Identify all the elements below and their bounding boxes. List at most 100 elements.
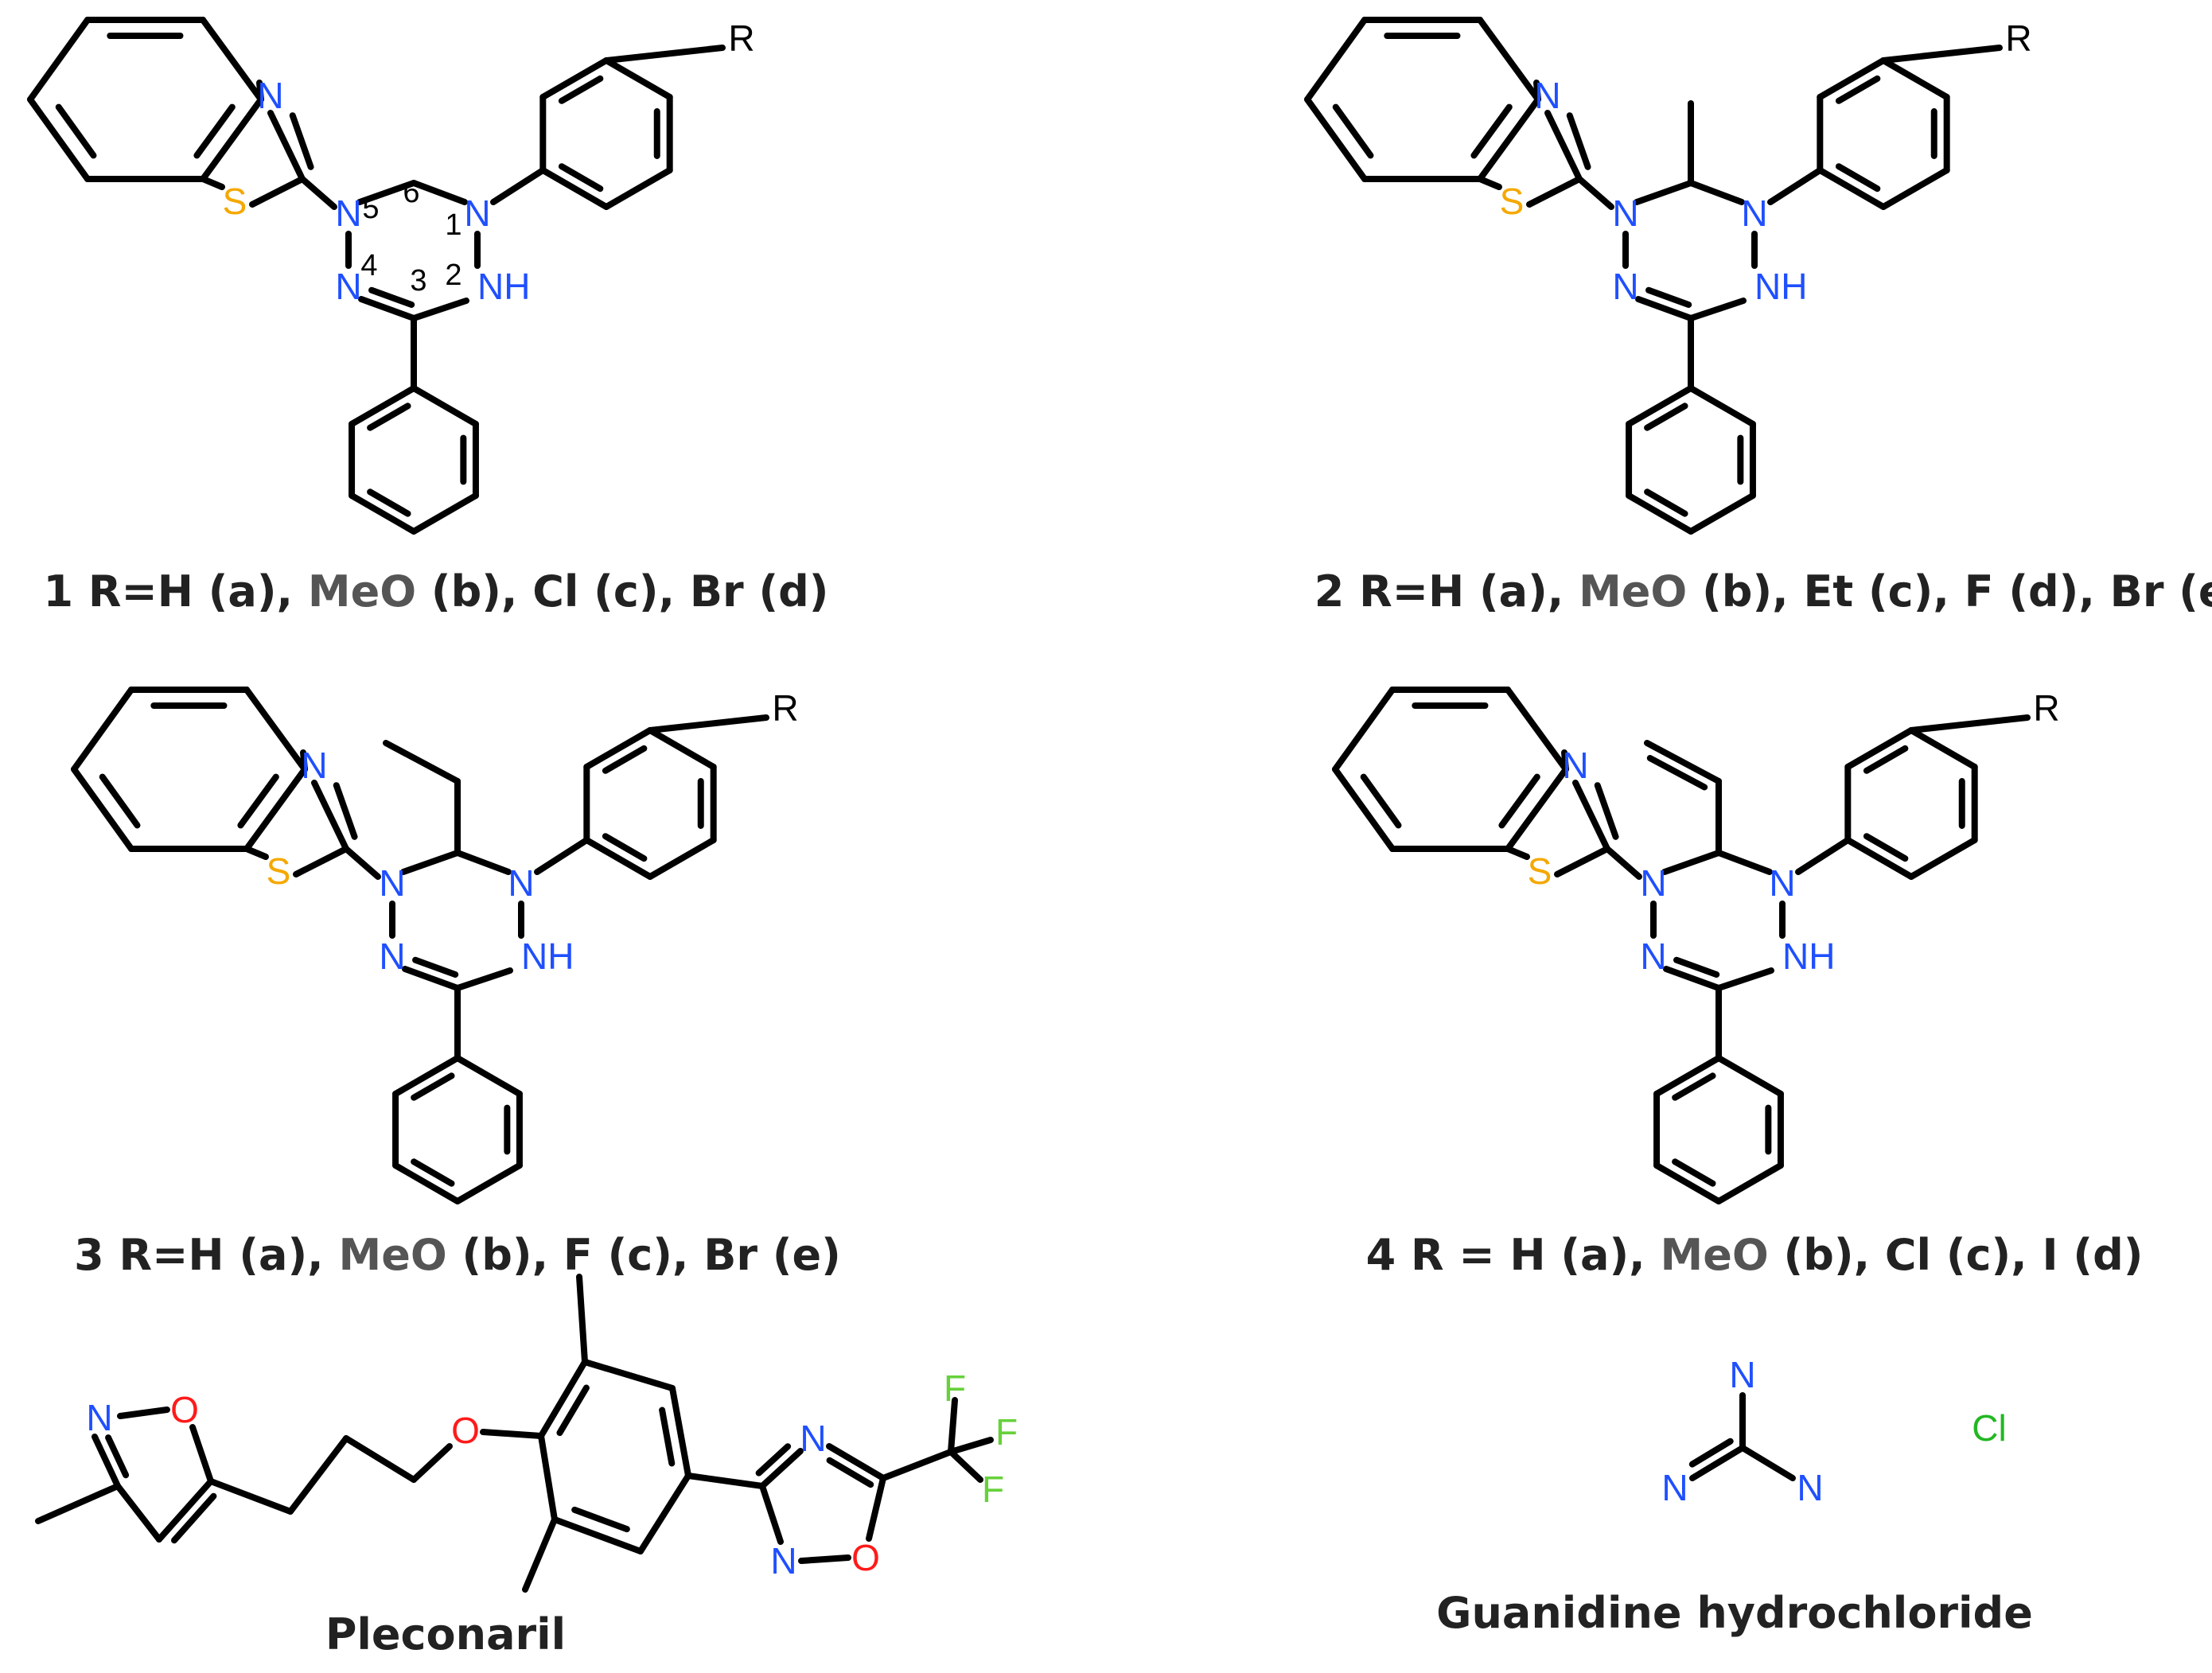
phenyl-ring-bond xyxy=(1688,385,1756,427)
phenyl-ring-bond xyxy=(411,492,479,535)
isoxazole-bond xyxy=(189,1424,214,1484)
ring-number-3: 3 xyxy=(410,264,426,298)
guanidine-nitrogen-atom-3: N xyxy=(1797,1467,1823,1508)
compound-1-caption: 1 R=H (a), MeO (b), Cl (c), Br (d) xyxy=(44,566,829,617)
isoxazole-double-bond xyxy=(171,1492,217,1544)
triazine-bond xyxy=(454,967,513,991)
triazine-bond xyxy=(1634,180,1694,205)
aryl-ring-bond xyxy=(1817,57,1887,100)
oxadiazole-nitrogen-atom-2: N xyxy=(770,1540,796,1582)
aryl-ring-bond xyxy=(539,57,609,100)
thiazole-bond xyxy=(1572,780,1610,852)
guanidine-bond xyxy=(1689,1445,1746,1481)
benzothiazole-benzene-bond xyxy=(1477,17,1541,103)
oxadiazole-nitrogen-atom: N xyxy=(800,1418,826,1459)
r-substituent-atom: R xyxy=(728,18,754,59)
isoxazole-bond xyxy=(92,1434,121,1489)
exocyclic-bond xyxy=(1604,846,1642,880)
aryl-ring-bond xyxy=(1817,167,1887,210)
thiazole-bond xyxy=(243,846,269,860)
benzothiazole-double-bond xyxy=(55,103,97,159)
dimethylphenyl-ring-bond xyxy=(637,1473,691,1554)
thiazole-sulfur-atom: S xyxy=(267,850,291,892)
phenyl-ring-bond xyxy=(454,1055,523,1097)
aryl-ring-bond xyxy=(603,57,673,100)
triazine-n5-atom: N xyxy=(1612,193,1638,234)
benzothiazole-double-bond xyxy=(237,773,279,829)
ether-aryl-bond xyxy=(480,1429,544,1439)
thiazole-bond xyxy=(1533,80,1541,103)
dimethylphenyl-ring-bond xyxy=(582,1359,676,1391)
trifluoromethyl-bond xyxy=(880,1449,954,1481)
aryl-methyl-bond xyxy=(522,1516,558,1593)
benzothiazole-benzene-bond xyxy=(1332,687,1396,772)
triazine-n5-atom: N xyxy=(335,193,361,234)
benzothiazole-double-bond xyxy=(99,773,141,829)
phenyl-ring-bond xyxy=(1626,492,1694,535)
ring-number-6: 6 xyxy=(403,176,419,209)
phenyl-ring-bond xyxy=(1715,1055,1784,1097)
isoxazole-bond xyxy=(115,1483,162,1543)
oxadiazole-bond xyxy=(759,1483,784,1545)
thiazole-nitrogen-atom: N xyxy=(301,745,327,786)
aryl-ring-double-bond xyxy=(1863,833,1909,862)
c-f-bond xyxy=(948,1449,983,1483)
triazine-nh-atom: NH xyxy=(521,936,574,977)
vinyl-bond xyxy=(1644,740,1722,784)
thiazole-sulfur-atom: S xyxy=(223,181,247,222)
triazine-bond xyxy=(1663,966,1722,991)
triazine-n1-atom: N xyxy=(1769,862,1795,904)
exocyclic-bond xyxy=(1576,176,1614,210)
chloride-atom: Cl xyxy=(1972,1407,2006,1449)
triazine-bond xyxy=(1715,967,1774,991)
benzothiazole-benzene-bond xyxy=(243,766,308,852)
compound-3-caption: 3 R=H (a), MeO (b), F (c), Br (e) xyxy=(74,1230,841,1280)
para-r-bond xyxy=(1908,714,2031,733)
triazine-bond xyxy=(358,296,417,321)
propyl-linker-bond xyxy=(208,1478,294,1515)
phenyl-ring-double-bond xyxy=(411,1158,455,1187)
ether-oxygen-atom: O xyxy=(451,1410,480,1451)
phenyl-ring-double-bond xyxy=(1672,1072,1716,1101)
exocyclic-bond xyxy=(299,176,337,210)
thiazole-nitrogen-atom: N xyxy=(257,75,283,116)
ring-number-4: 4 xyxy=(360,249,377,282)
phenyl-ring-double-bond xyxy=(367,403,411,431)
oxadiazole-oxygen-atom: O xyxy=(851,1537,880,1578)
dimethylphenyl-ring-bond xyxy=(669,1385,691,1479)
aryl-ring-double-bond xyxy=(558,75,604,104)
dimethylphenyl-ring-bond xyxy=(538,1359,588,1439)
benzothiazole-double-bond xyxy=(1360,773,1402,829)
phenyl-ring-bond xyxy=(349,492,417,535)
triazine-n4-atom: N xyxy=(1612,266,1638,307)
phenyl-ring-double-bond xyxy=(1644,403,1688,431)
dimethylphenyl-double-bond xyxy=(571,1506,630,1533)
thiazole-bond xyxy=(1505,846,1530,860)
oxadiazole-double-bond xyxy=(755,1443,792,1477)
aryl-ring-bond xyxy=(583,837,653,880)
triazine-bond xyxy=(402,966,461,991)
triazine-c-n-double-bond xyxy=(1645,286,1692,309)
aryl-ring-double-bond xyxy=(602,833,648,862)
aryl-ring-double-bond xyxy=(1835,163,1881,193)
aryl-ring-bond xyxy=(583,727,653,770)
aryl-ring-bond xyxy=(1908,837,1978,880)
thiazole-bond xyxy=(267,110,306,182)
thiazole-nitrogen-atom: N xyxy=(1534,75,1560,116)
benzothiazole-benzene-bond xyxy=(200,96,264,182)
thiazole-bond xyxy=(1554,846,1610,877)
aryl-ring-double-bond xyxy=(1863,745,1909,774)
thiazole-bond xyxy=(1561,749,1569,772)
thiazole-sulfur-atom: S xyxy=(1528,850,1552,892)
phenyl-ring-double-bond xyxy=(1644,488,1688,517)
n-aryl-bond xyxy=(490,167,547,205)
aryl-ring-double-bond xyxy=(1835,75,1881,104)
thiazole-bond xyxy=(300,749,308,772)
oxadiazole-bond xyxy=(759,1448,804,1489)
triazine-nh-atom: NH xyxy=(1782,936,1835,977)
fluorine-atom-2: F xyxy=(995,1411,1018,1453)
isoxazole-methyl-bond xyxy=(35,1483,121,1524)
triazine-bond xyxy=(411,298,469,321)
